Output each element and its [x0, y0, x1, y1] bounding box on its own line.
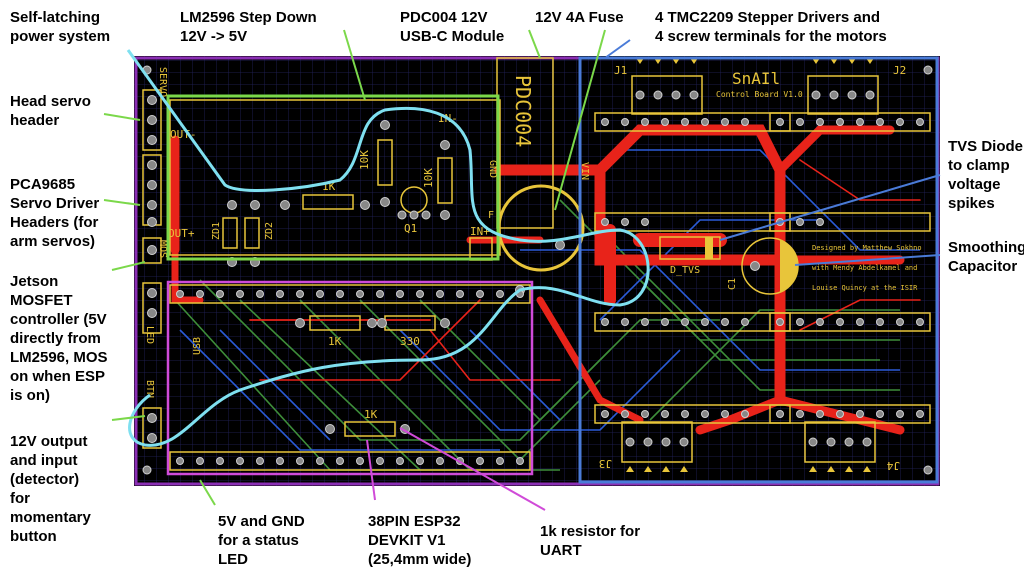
silk-servo: SERVO	[157, 67, 168, 97]
lm2596-highlight-box	[166, 94, 500, 261]
silk-subtitle: Control Board V1.0	[716, 90, 803, 99]
silk-f: F	[488, 210, 494, 221]
silk-j3: J3	[599, 457, 612, 470]
callout-tmc2209: 4 TMC2209 Stepper Drivers and 4 screw te…	[655, 9, 887, 45]
stepper-highlight-box	[578, 56, 939, 484]
silk-q1: Q1	[404, 222, 417, 235]
esp32-highlight-box	[166, 280, 534, 476]
callout-uart: 1k resistor for UART	[540, 523, 641, 559]
silk-j2: J2	[893, 64, 906, 77]
silk-btn: BTN	[144, 380, 155, 398]
silk-credit1: Designed by Matthew Sokhno	[812, 244, 922, 252]
silk-r1k-b: 1K	[328, 335, 342, 348]
callout-lm2596: LM2596 Step Down 12V -> 5V	[180, 9, 317, 45]
callout-head-servo: Head servo header	[10, 93, 91, 129]
silk-r10k-a: 10K	[358, 150, 371, 170]
stepper-driver-area	[594, 75, 931, 463]
callout-12v-output: 12V output and input (detector) for mome…	[10, 433, 91, 545]
callout-self-latching: Self-latching power system	[10, 9, 111, 45]
callout-jetson: Jetson MOSFET controller (5V directly fr…	[10, 273, 108, 404]
callout-fuse: 12V 4A Fuse	[535, 9, 624, 26]
silk-credit3: Louise Quincy at the ISIR	[812, 284, 918, 292]
self-latching-loop	[126, 49, 650, 447]
silk-zd1: ZD1	[211, 222, 222, 240]
silk-d-tvs: D_TVS	[670, 265, 700, 276]
silk-led: LED	[144, 326, 155, 344]
silk-gnd: GND	[487, 160, 498, 178]
silk-title: SnAIl	[732, 69, 780, 88]
silk-usb: USB	[192, 337, 203, 355]
silk-j1: J1	[614, 64, 627, 77]
callout-tvs: TVS Diode to clamp voltage spikes	[948, 138, 1024, 212]
silk-zd2: ZD2	[264, 222, 275, 240]
tvs-and-cap	[705, 237, 798, 292]
callout-pca9685: PCA9685 Servo Driver Headers (for arm se…	[10, 176, 100, 250]
silkscreen-text: SERVO OUT- OUT+ IN- IN+ GND VIN PDC004 1…	[144, 64, 922, 472]
silk-r330: 330	[400, 335, 420, 348]
silk-r1k-c: 1K	[364, 408, 378, 421]
silk-mos: MOS	[157, 240, 168, 258]
leader-lines	[103, 29, 941, 511]
silk-out-plus: OUT+	[168, 227, 195, 240]
stepper-pads	[601, 90, 924, 447]
silk-r10k-b: 10K	[422, 168, 435, 188]
silk-pdc004: PDC004	[511, 75, 535, 147]
silk-credit2: with Mendy Abdelkamel and	[812, 264, 917, 272]
silk-j4: J4	[886, 459, 900, 472]
silk-c1: C1	[727, 278, 738, 290]
callout-status-led: 5V and GND for a status LED	[218, 513, 305, 568]
callout-esp32: 38PIN ESP32 DEVKIT V1 (25,4mm wide)	[368, 513, 472, 568]
callout-pdc004: PDC004 12V USB-C Module	[400, 9, 505, 45]
silk-vin: VIN	[579, 162, 590, 180]
callout-capacitor: Smoothing Capacitor	[948, 239, 1024, 275]
